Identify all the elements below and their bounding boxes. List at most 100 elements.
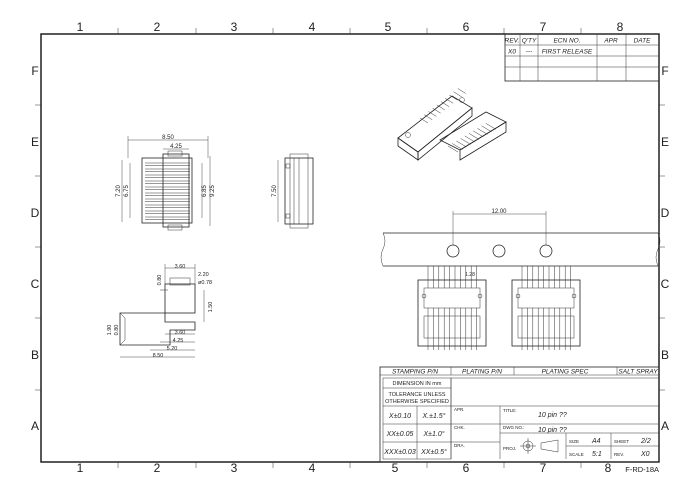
dim-bottom-d1: 3.60 — [175, 264, 186, 270]
tolerance-linear: XX±0.05 — [386, 431, 414, 438]
scale-label: SCALE — [569, 452, 584, 457]
dwg-no-value: 10 pin ?? — [538, 427, 567, 434]
row-label: A — [661, 419, 669, 433]
dim-bottom-d11: 8.50 — [153, 353, 164, 359]
rev-cell: X0 — [507, 49, 516, 56]
column-label: 8 — [605, 461, 612, 475]
profile-view: 3.60 2.20 0.80 ø0.78 1.50 1.90 0.80 3.60… — [107, 264, 214, 359]
row-label: C — [661, 277, 670, 291]
row-label: D — [31, 206, 40, 220]
isometric-view — [397, 88, 507, 161]
ecn-cell: FIRST RELEASE — [542, 49, 593, 56]
plating-pn-label: PLATING P/N — [462, 369, 502, 376]
dim-strip-pitch: 12.00 — [491, 209, 507, 215]
column-label: 7 — [540, 20, 547, 34]
column-labels-bottom: 1 2 3 4 5 6 7 8 — [77, 461, 612, 475]
qty-header: Q'TY — [522, 38, 537, 45]
drawing-border — [40, 33, 660, 463]
carrier-strip-view: 12.00 1.28 — [380, 209, 661, 350]
strip-pins — [427, 266, 571, 350]
size-label: SIZE — [569, 439, 579, 444]
dim-front-h2: 6.75 — [124, 185, 130, 197]
dwg-no-label: DWG NO.: — [503, 425, 525, 430]
column-label: 4 — [309, 20, 316, 34]
dim-front-width-outer: 8.50 — [162, 135, 174, 141]
salt-spray-label: SALT SPRAY — [618, 369, 658, 376]
title-block: STAMPING P/N PLATING P/N PLATING SPEC SA… — [379, 366, 660, 463]
column-label: 6 — [463, 20, 470, 34]
revision-table: REV. Q'TY ECN NO. APR DATE X0 --- FIRST … — [504, 33, 660, 82]
column-labels-top: 1 2 3 4 5 6 7 8 — [77, 20, 624, 34]
row-label: A — [31, 419, 39, 433]
pin-line — [449, 94, 458, 101]
pin-line — [445, 98, 454, 104]
dim-front-h3: 6.85 — [202, 185, 208, 197]
row-label: E — [31, 135, 39, 149]
tolerance-linear: XXX±0.03 — [383, 449, 416, 456]
pin-line — [457, 88, 466, 94]
dim-strip-small: 1.28 — [465, 272, 475, 278]
connector-unit — [511, 279, 581, 347]
row-label: B — [31, 348, 39, 362]
tolerance-linear: X±0.10 — [388, 413, 411, 420]
pin-line — [456, 140, 467, 148]
pin-line — [468, 133, 480, 140]
dim-bottom-d4: ø0.78 — [198, 280, 212, 286]
column-label: 2 — [154, 20, 161, 34]
column-label: 4 — [309, 461, 316, 475]
row-label: C — [31, 277, 40, 291]
stamping-pn-label: STAMPING P/N — [392, 369, 438, 376]
dim-bottom-d9: 4.25 — [173, 338, 184, 344]
column-label: 5 — [392, 461, 399, 475]
pin-line — [481, 125, 492, 133]
row-label: B — [661, 348, 669, 362]
front-pins — [145, 162, 190, 220]
title-value: 10 pin ?? — [538, 412, 567, 419]
title-label: TITLE: — [503, 408, 517, 413]
dim-bottom-d5: 1.50 — [208, 302, 214, 313]
column-label: 5 — [385, 20, 392, 34]
ecn-header: ECN NO. — [553, 38, 580, 45]
column-ticks — [117, 28, 582, 468]
dra-label: DRA. — [454, 443, 465, 448]
pin-line — [428, 111, 437, 117]
dim-front-h1: 7.20 — [116, 185, 122, 197]
column-label: 8 — [617, 20, 624, 34]
apr-label: APR. — [454, 407, 465, 412]
dim-front-width-inner: 4.25 — [170, 144, 182, 150]
column-label: 2 — [154, 461, 161, 475]
pin-line — [419, 117, 429, 124]
tolerance-note-line2: OTHERWISE SPECIFIED — [385, 399, 449, 405]
pin-line — [436, 104, 445, 111]
plating-spec-label: PLATING SPEC — [542, 369, 589, 376]
chk-label: CHK. — [454, 425, 465, 430]
rev-label: REV. — [614, 452, 624, 457]
column-label: 7 — [540, 461, 547, 475]
front-view: 8.50 4.25 7.20 6.75 6.85 9.25 — [116, 135, 216, 231]
sheet-label: SHEET — [614, 439, 629, 444]
pin-line — [477, 128, 488, 135]
pin-line — [424, 114, 433, 120]
row-label: F — [31, 64, 38, 78]
pin-line — [464, 135, 475, 143]
row-label: D — [661, 206, 670, 220]
column-label: 6 — [463, 461, 470, 475]
dim-bottom-d10: 5.20 — [167, 346, 178, 352]
dimension-unit-note: DIMENSION IN mm — [393, 381, 442, 387]
size-value: A4 — [591, 438, 601, 445]
tolerance-angular: XX±0.5° — [420, 448, 447, 456]
dim-front-h4: 9.25 — [210, 185, 216, 197]
column-label: 3 — [231, 20, 238, 34]
pin-line — [440, 101, 450, 107]
scale-value: 5:1 — [592, 451, 602, 458]
sheet-value: 2/2 — [640, 438, 651, 445]
dim-bottom-d6: 1.90 — [107, 325, 113, 336]
column-label: 1 — [77, 461, 84, 475]
form-code: F-RD-18A — [625, 465, 659, 474]
pin-line — [447, 145, 459, 153]
connector-unit — [417, 279, 487, 347]
pin-line — [485, 123, 496, 130]
dim-bottom-d7: 0.80 — [114, 325, 120, 336]
column-label: 3 — [231, 461, 238, 475]
